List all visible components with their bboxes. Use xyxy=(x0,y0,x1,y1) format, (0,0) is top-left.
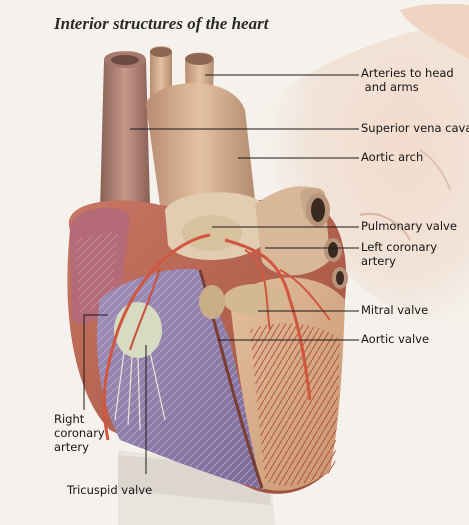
superior-vena-cava-shape xyxy=(100,51,150,210)
pulmonary-valve-shape xyxy=(182,215,242,251)
aortic-valve-shape xyxy=(199,285,225,319)
label-right-coronary-artery: Right coronary artery xyxy=(54,412,105,454)
label-tricuspid-valve: Tricuspid valve xyxy=(67,483,152,497)
label-left-coronary-artery: Left coronary artery xyxy=(361,240,437,268)
label-arteries-to-head-and-arms: Arteries to head and arms xyxy=(361,66,454,94)
label-aortic-arch: Aortic arch xyxy=(361,150,423,164)
label-aortic-valve: Aortic valve xyxy=(361,332,429,346)
label-pulmonary-valve: Pulmonary valve xyxy=(361,219,457,233)
label-mitral-valve: Mitral valve xyxy=(361,303,428,317)
label-superior-vena-cava: Superior vena cava xyxy=(361,121,469,135)
